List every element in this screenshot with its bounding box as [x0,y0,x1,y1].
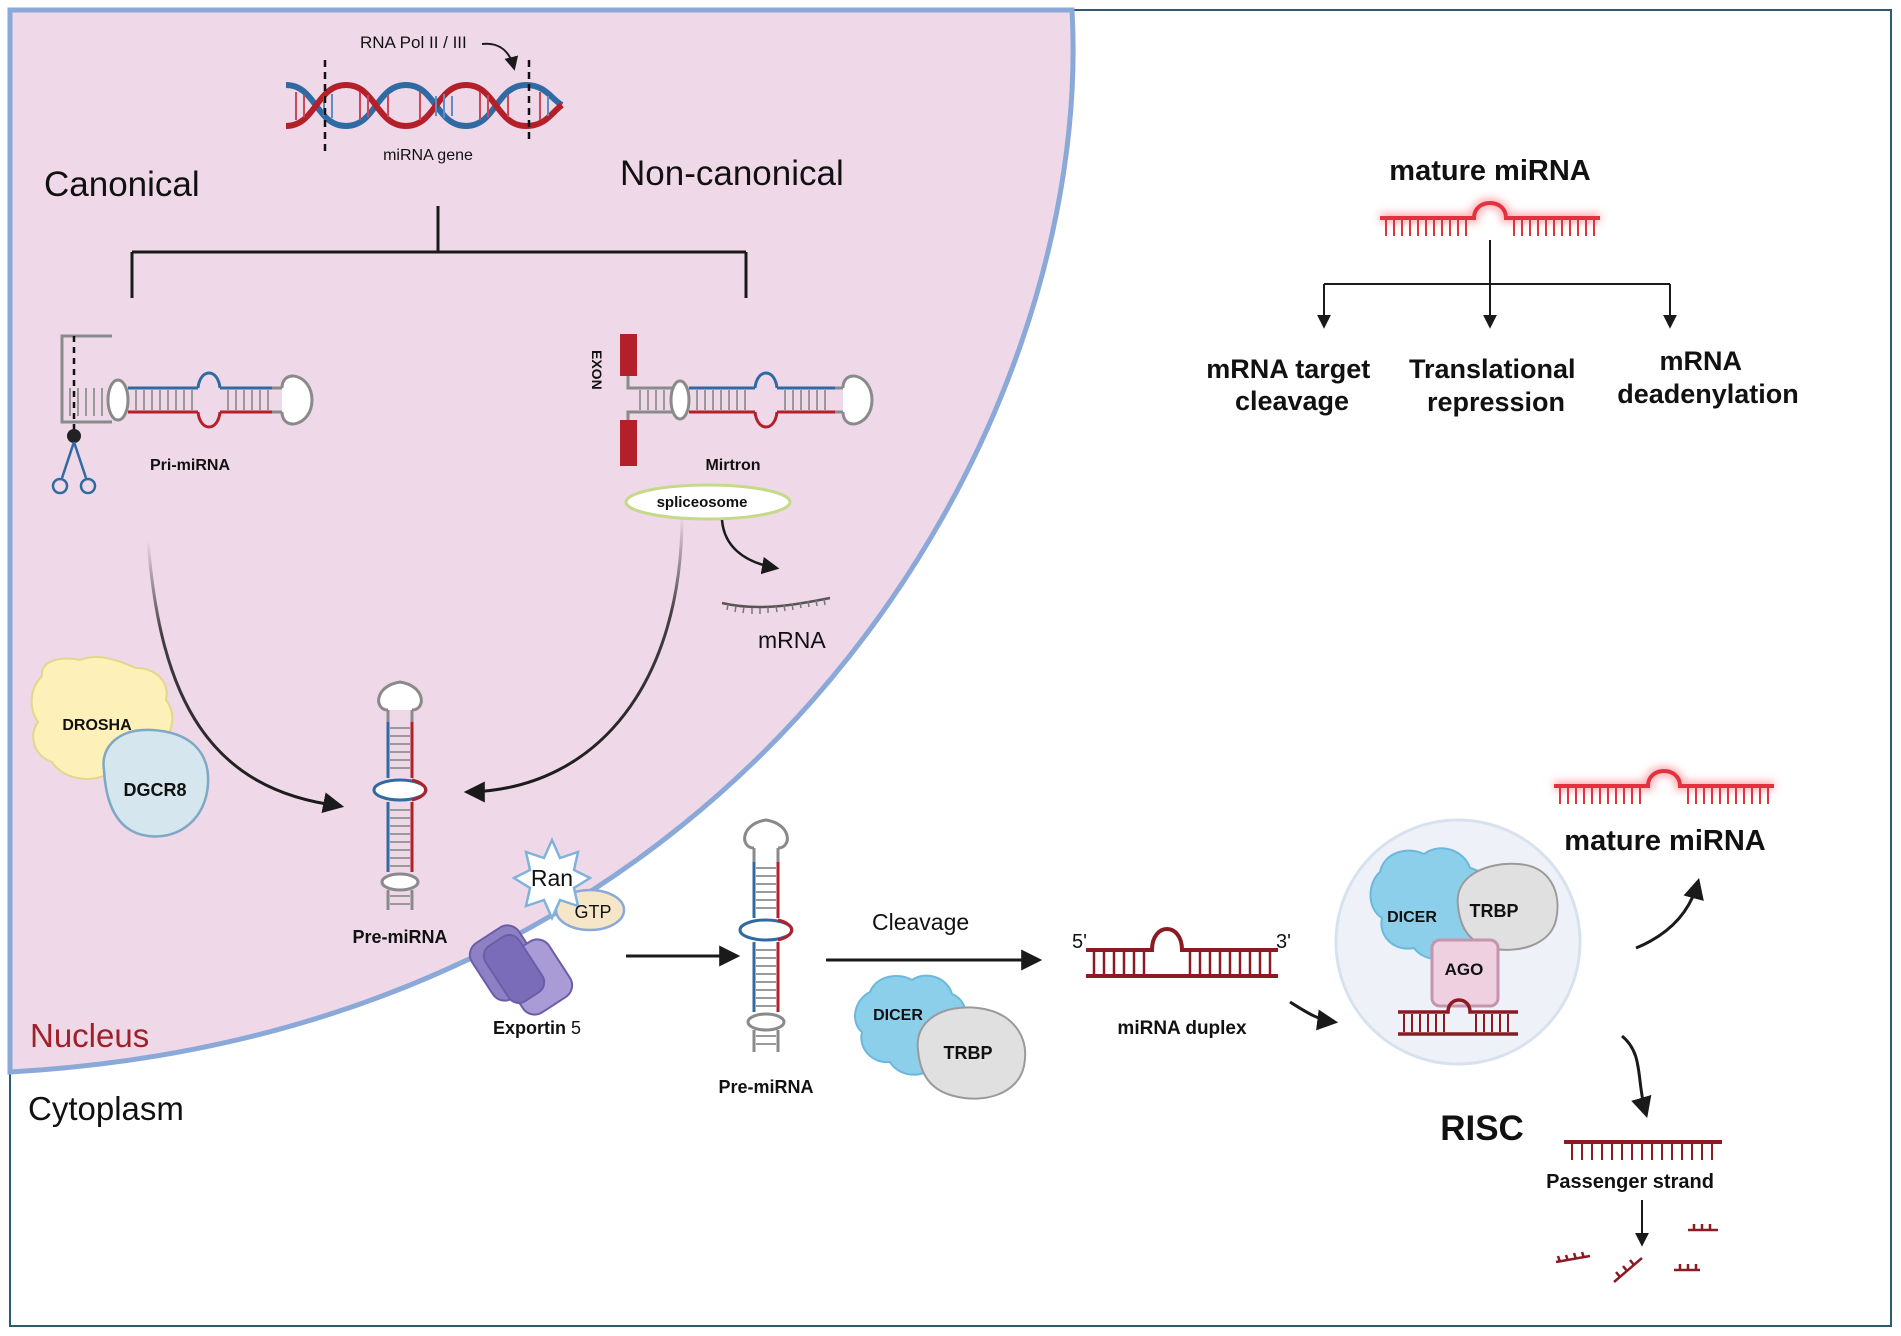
exportin-5 [468,924,574,1016]
risc-loaded-strand [1398,998,1518,1036]
mirtron-to-pre-mirna-arrow [469,515,684,794]
drosha-label: DROSHA [62,717,132,734]
cleavage-label: Cleavage [872,909,969,935]
fates-title: mature miRNA [1389,155,1590,187]
trbp-label: TRBP [944,1043,993,1063]
canonical-to-pre-mirna-arrow [146,539,341,808]
nucleus-region [7,7,1076,1075]
exon-block-bottom [620,420,637,466]
risc-to-mature-arrow [1635,877,1704,950]
scissors-icon [51,441,97,495]
dgcr8-protein [102,728,210,838]
mrna-label: mRNA [758,627,826,653]
spliceosome-label: spliceosome [657,494,748,511]
exon-label: EXON [589,350,605,390]
duplex-to-risc-arrow [1289,1000,1339,1031]
dna-helix [285,81,564,130]
ran-label: Ran [531,865,573,891]
polymerase-label: RNA Pol II / III [360,33,467,52]
non-canonical-label: Non-canonical [620,154,844,193]
fates-connector [1317,240,1677,329]
fate-target-cleavage: mRNA target cleavage [1206,354,1378,416]
pri-mirna-label: Pri-miRNA [150,457,230,474]
canonical-label: Canonical [44,165,200,204]
mature-mirna-cytoplasm-label: mature miRNA [1564,825,1765,857]
ago-label: AGO [1445,960,1484,979]
pre-mirna-cytoplasm-label: Pre-miRNA [718,1077,813,1097]
duplex-label: miRNA duplex [1117,1018,1247,1039]
mature-mirna-strand-cytoplasm [1554,766,1774,804]
risc-trbp-label: TRBP [1470,901,1519,921]
pre-mirna-nucleus [372,680,428,910]
ago-protein [1430,938,1500,1008]
mrna-strand [721,596,831,614]
gtp-label: GTP [574,902,611,922]
pre-mirna-cytoplasm [738,818,794,1052]
dgcr8-label: DGCR8 [123,780,186,800]
spliceosome-to-mrna-arrow [720,519,780,575]
ran-protein [511,836,593,922]
cytoplasm-label: Cytoplasm [28,1090,184,1127]
pre-mirna-nucleus-label: Pre-miRNA [352,927,447,947]
passenger-strand [1564,1140,1722,1160]
risc-to-passenger-arrow [1621,1034,1652,1119]
mirna-duplex [1086,927,1278,978]
risc-label: RISC [1440,1109,1524,1148]
exportin-label: Exportin 5 [493,1018,581,1038]
polymerase-arrow [481,42,519,71]
risc-dicer-label: DICER [1387,909,1437,926]
mirtron-label: Mirtron [705,457,760,474]
passenger-strand-label: Passenger strand [1546,1171,1714,1193]
exon-block-top [620,334,637,376]
dicer-label: DICER [873,1007,923,1024]
fate-deadenylation: mRNA deadenylation [1617,346,1799,409]
mature-mirna-strand-top [1380,198,1600,236]
trbp-protein [916,1006,1027,1100]
gene-label: miRNA gene [383,147,473,164]
fate-translational-repression: Translational repression [1409,354,1583,417]
five-prime-label: 5' [1072,931,1087,953]
three-prime-label: 3' [1276,931,1291,953]
spliceosome [624,483,792,521]
pathway-bracket [130,206,748,298]
pri-mirna-hairpin [51,334,314,495]
mirtron-hairpin: EXON [589,334,874,466]
degraded-fragments [1555,1224,1718,1283]
nucleus-label: Nucleus [30,1017,149,1054]
mirna-gene: RNA Pol II / III miRNA gene [285,33,564,164]
